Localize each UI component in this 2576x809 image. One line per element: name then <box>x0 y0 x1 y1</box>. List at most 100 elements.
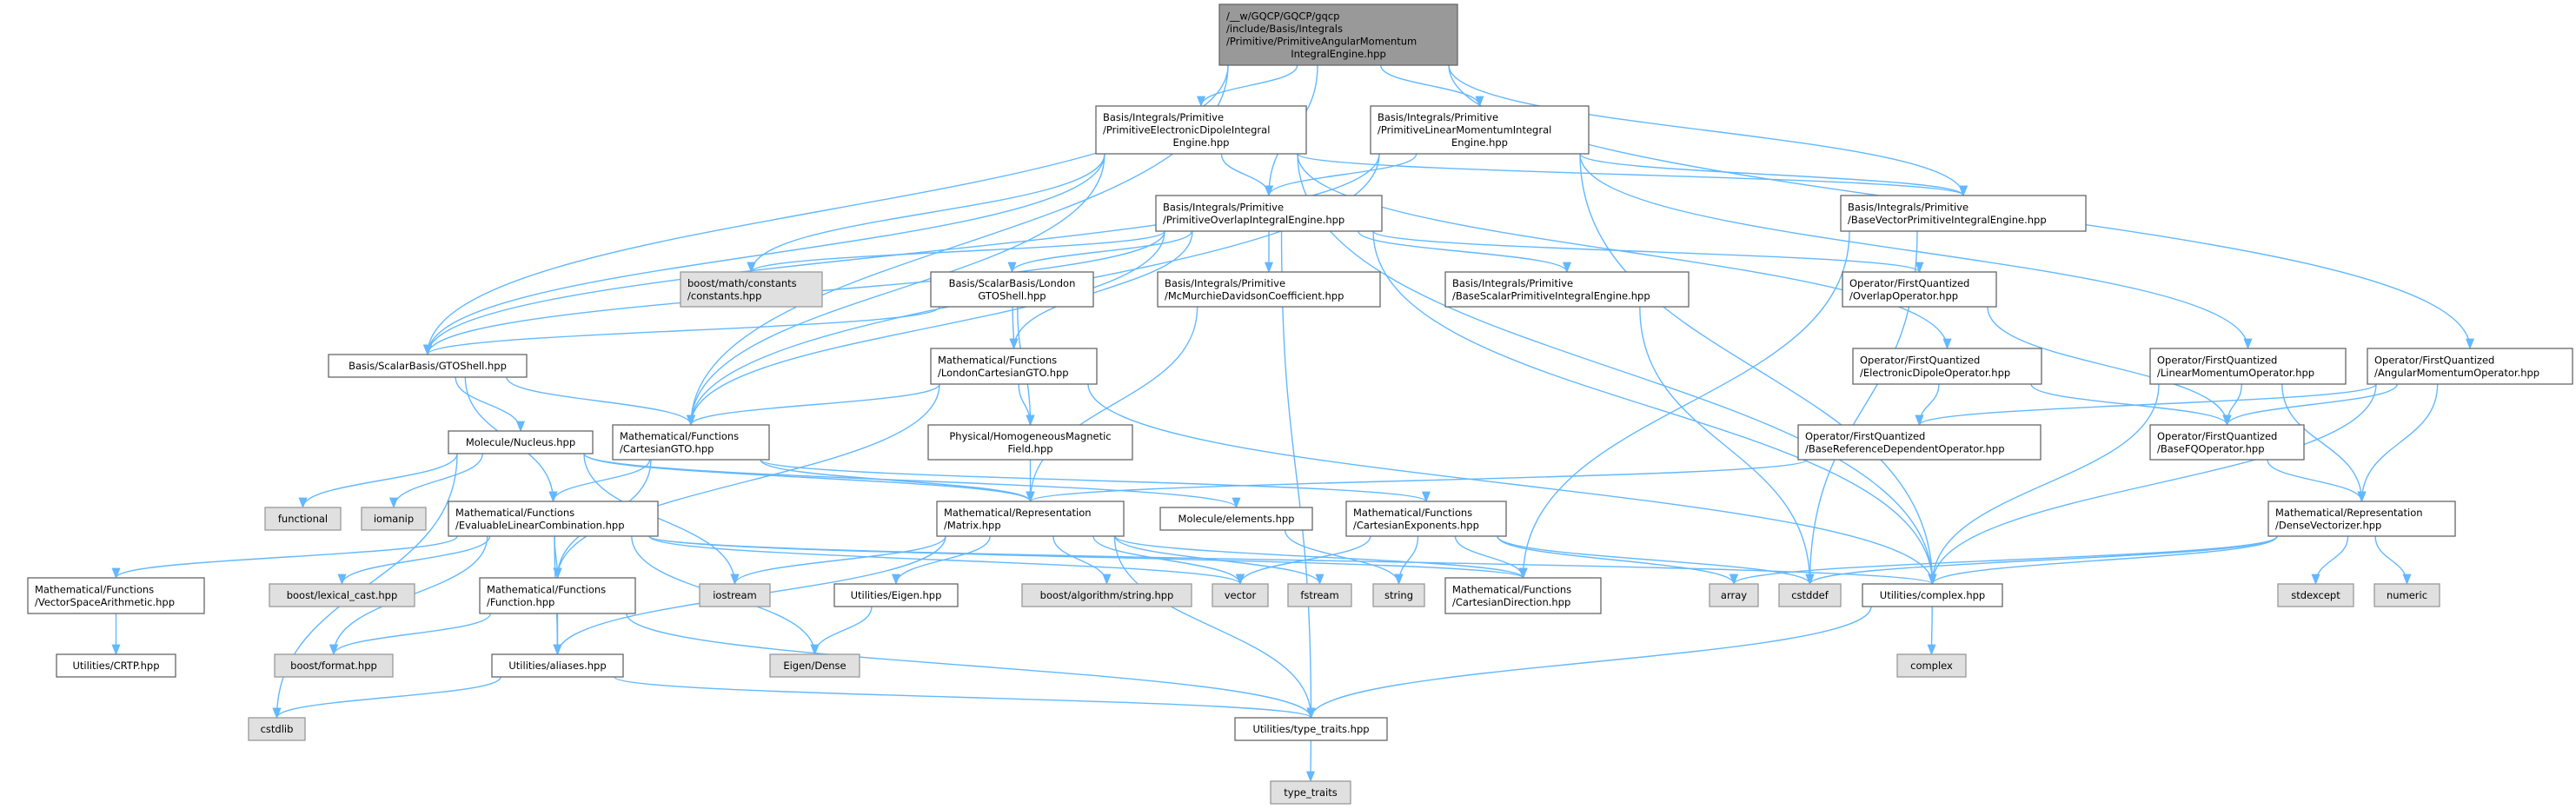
node-lex: boost/lexical_cast.hpp <box>269 583 415 607</box>
edge-elc-to-lex <box>337 535 491 586</box>
node-fstream: fstream <box>1287 583 1352 607</box>
node-brdo[interactable]: Operator/FirstQuantized/BaseReferenceDep… <box>1797 424 2042 461</box>
node-linm[interactable]: Basis/Integrals/Primitive/PrimitiveLinea… <box>1370 105 1590 155</box>
node-ccomplex: complex <box>1896 653 1967 678</box>
node-label: IntegralEngine.hpp <box>1291 48 1386 60</box>
edge-nuc-to-iomanip <box>388 453 483 509</box>
node-label: Basis/ScalarBasis/London <box>949 277 1076 289</box>
node-box <box>927 424 1133 461</box>
node-cexp[interactable]: Mathematical/Functions/CartesianExponent… <box>1345 501 1507 537</box>
edge-dv-to-cstddef <box>1805 535 2278 586</box>
node-bconst: boost/math/constants/constants.hpp <box>680 271 823 308</box>
node-edop[interactable]: Operator/FirstQuantized/ElectronicDipole… <box>1852 348 2042 385</box>
node-label: /CartesianGTO.hpp <box>620 442 714 454</box>
edge-root-to-linm <box>1380 64 1484 108</box>
node-cstddef: cstddef <box>1778 583 1842 607</box>
node-box <box>930 271 1094 308</box>
node-ovl[interactable]: Basis/Integrals/Primitive/PrimitiveOverl… <box>1155 195 1383 232</box>
node-label: /include/Basis/Integrals <box>1226 23 1343 35</box>
node-label: /CartesianDirection.hpp <box>1452 596 1570 608</box>
edge-mat-to-iostream <box>730 535 946 586</box>
node-box <box>1095 105 1307 155</box>
node-box <box>1345 501 1507 537</box>
node-lcgto[interactable]: Mathematical/Functions/LondonCartesianGT… <box>930 348 1098 385</box>
node-alias[interactable]: Utilities/aliases.hpp <box>491 653 624 678</box>
node-label: Basis/Integrals/Primitive <box>1163 201 1284 213</box>
node-label: boost/format.hpp <box>290 660 377 672</box>
edge-nuc-to-iostream <box>583 453 740 586</box>
node-elc[interactable]: Mathematical/Functions/EvaluableLinearCo… <box>448 501 659 537</box>
node-box <box>1842 271 1997 308</box>
node-label: /VectorSpaceArithmetic.hpp <box>35 596 175 608</box>
node-ovop[interactable]: Operator/FirstQuantized/OverlapOperator.… <box>1842 271 1997 308</box>
node-lmop[interactable]: Operator/FirstQuantized/LinearMomentumOp… <box>2149 348 2347 385</box>
node-box <box>1444 271 1690 308</box>
node-label: Mathematical/Representation <box>944 507 1092 519</box>
node-edense: Eigen/Dense <box>769 653 860 678</box>
node-box <box>264 507 342 531</box>
node-label: iomanip <box>374 513 414 525</box>
edge-amop-to-brdo <box>1915 383 2377 427</box>
node-box <box>1287 583 1352 607</box>
node-crtp[interactable]: Utilities/CRTP.hpp <box>56 653 176 678</box>
edge-cexp-to-string <box>1394 535 1419 586</box>
node-label: /Function.hpp <box>487 596 554 608</box>
node-bscal[interactable]: Basis/Integrals/Primitive/BaseScalarPrim… <box>1444 271 1690 308</box>
edge-ucx-to-utt <box>1306 606 1872 719</box>
edge-lmop-to-dv <box>2281 383 2367 503</box>
node-box <box>1155 195 1383 232</box>
node-dv[interactable]: Mathematical/Representation/DenseVectori… <box>2267 501 2456 537</box>
edge-mat-to-ueig <box>892 535 991 586</box>
node-stdexcept: stdexcept <box>2277 583 2354 607</box>
node-box <box>2374 583 2440 607</box>
node-label: /__w/GQCP/GQCP/gqcp <box>1226 10 1339 22</box>
node-bfq[interactable]: Operator/FirstQuantized/BaseFQOperator.h… <box>2149 424 2305 461</box>
node-box <box>1709 583 1759 607</box>
node-box <box>699 583 771 607</box>
node-mat[interactable]: Mathematical/Representation/Matrix.hpp <box>936 501 1125 537</box>
node-vsa[interactable]: Mathematical/Functions/VectorSpaceArithm… <box>27 577 205 614</box>
node-edip[interactable]: Basis/Integrals/Primitive/PrimitiveElect… <box>1095 105 1307 155</box>
node-label: Utilities/type_traits.hpp <box>1252 723 1369 735</box>
node-cdir[interactable]: Mathematical/Functions/CartesianDirectio… <box>1444 577 1602 614</box>
node-func[interactable]: Mathematical/Functions/Function.hpp <box>479 577 636 614</box>
node-box <box>1797 424 2042 461</box>
node-amop[interactable]: Operator/FirstQuantized/AngularMomentumO… <box>2367 348 2573 385</box>
node-bvec[interactable]: Basis/Integrals/Primitive/BaseVectorPrim… <box>1840 195 2087 232</box>
node-array: array <box>1709 583 1759 607</box>
node-cgto[interactable]: Mathematical/Functions/CartesianGTO.hpp <box>612 424 770 461</box>
edge-elc-to-ucx <box>648 535 1936 586</box>
node-label: /Primitive/PrimitiveAngularMomentum <box>1226 35 1417 47</box>
node-label: Operator/FirstQuantized <box>2157 354 2277 366</box>
node-label: Operator/FirstQuantized <box>2157 430 2277 442</box>
node-box <box>612 424 770 461</box>
node-box <box>1896 653 1967 678</box>
node-label: Mathematical/Functions <box>455 507 574 519</box>
edge-bfq-to-dv <box>2267 459 2367 503</box>
node-gto[interactable]: Basis/ScalarBasis/GTOShell.hpp <box>328 354 528 378</box>
node-label: Utilities/complex.hpp <box>1880 589 1985 601</box>
node-label: Mathematical/Functions <box>35 583 154 595</box>
edge-edip-to-ucx <box>1297 153 1937 586</box>
node-box <box>2367 348 2573 385</box>
edge-elc-to-vsa <box>111 535 458 580</box>
edge-dv-to-array <box>1730 535 2278 586</box>
node-label: /PrimitiveLinearMomentumIntegral <box>1378 124 1551 136</box>
node-label: boost/math/constants <box>687 277 797 289</box>
node-box <box>680 271 823 308</box>
node-utt[interactable]: Utilities/type_traits.hpp <box>1234 717 1388 741</box>
node-ueig[interactable]: Utilities/Eigen.hpp <box>833 583 959 607</box>
node-ucx[interactable]: Utilities/complex.hpp <box>1862 583 2003 607</box>
node-box <box>833 583 959 607</box>
edge-nuc-to-functional <box>298 453 458 509</box>
node-nuc[interactable]: Molecule/Nucleus.hpp <box>448 430 594 454</box>
edge-ueig-to-edense <box>810 606 873 656</box>
node-mcm[interactable]: Basis/Integrals/Primitive/McMurchieDavid… <box>1157 271 1381 308</box>
node-label: Mathematical/Functions <box>938 354 1057 366</box>
edge-gto-to-nuc <box>455 376 526 433</box>
node-label: Basis/Integrals/Primitive <box>1848 201 1969 213</box>
node-elem[interactable]: Molecule/elements.hpp <box>1159 507 1313 531</box>
node-root[interactable]: /__w/GQCP/GQCP/gqcp/include/Basis/Integr… <box>1218 3 1458 66</box>
